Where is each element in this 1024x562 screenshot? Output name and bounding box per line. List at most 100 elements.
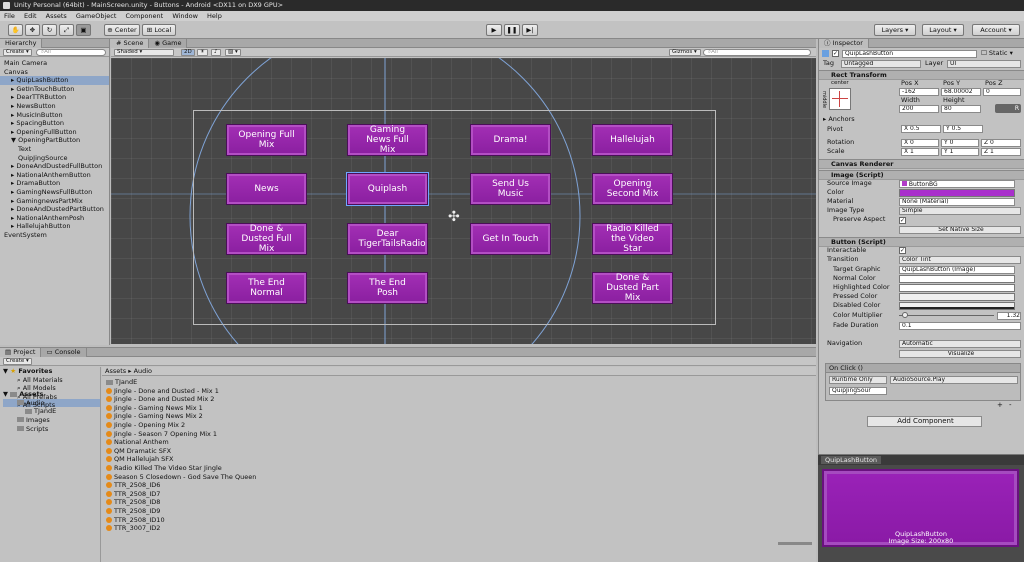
interactable-checkbox[interactable]: ✓ — [899, 247, 906, 254]
expand-arrow-icon[interactable]: ▸ — [11, 110, 17, 119]
expand-arrow-icon[interactable]: ▸ — [11, 127, 17, 136]
scene-ui-button[interactable]: Done & Dusted Part Mix — [592, 272, 673, 304]
add-event-button[interactable]: + — [997, 401, 1003, 409]
gizmos-dropdown[interactable]: Gizmos ▾ — [669, 49, 701, 56]
scene-ui-button[interactable]: Opening Full Mix — [226, 124, 307, 156]
breadcrumb-assets[interactable]: Assets — [105, 367, 127, 375]
play-button[interactable]: ▶ — [486, 24, 502, 36]
asset-item[interactable]: Jingle - Done and Dusted Mix 2 — [106, 395, 706, 404]
anchor-preset-icon[interactable] — [829, 88, 851, 110]
scene-search-input[interactable]: ⌕All — [703, 49, 811, 56]
material-field[interactable]: None (Material) — [899, 198, 1015, 206]
project-create-button[interactable]: Create ▾ — [3, 358, 32, 365]
color-swatch[interactable] — [899, 189, 1015, 197]
asset-item[interactable]: QM Dramatic SFX — [106, 447, 706, 456]
fade-duration-field[interactable]: 0.1 — [899, 322, 1021, 330]
scene-view[interactable]: Opening Full Mix Gaming News Full Mix Dram… — [111, 58, 816, 344]
asset-item[interactable]: QM Hallelujah SFX — [106, 455, 706, 464]
raw-edit-button[interactable]: R — [995, 104, 1021, 113]
layer-dropdown[interactable]: UI — [947, 60, 1021, 68]
hierarchy-item[interactable]: ▸ HallelujahButton — [11, 222, 71, 231]
favorite-item[interactable]: ⌕ All Prefabs — [17, 392, 57, 401]
menu-assets[interactable]: Assets — [45, 12, 67, 20]
assets-header[interactable]: ▼ Assets — [3, 390, 44, 399]
hierarchy-item[interactable]: ▸ GetInTouchButton — [11, 84, 75, 93]
canvas-renderer-header[interactable]: Canvas Renderer — [819, 159, 1024, 169]
scale-tool-icon[interactable]: ⤢ — [59, 24, 74, 36]
menu-edit[interactable]: Edit — [23, 12, 37, 20]
scene-ui-button[interactable]: Done & Dusted Full Mix — [226, 223, 307, 255]
hierarchy-item[interactable]: ▸ SpacingButton — [11, 119, 64, 128]
asset-item[interactable]: TTR_2508_ID8 — [106, 498, 706, 507]
tag-dropdown[interactable]: Untagged — [841, 60, 921, 68]
pos-x-field[interactable]: -162 — [899, 88, 939, 96]
image-type-dropdown[interactable]: Simple — [899, 207, 1021, 215]
asset-item[interactable]: TTR_2508_ID9 — [106, 507, 706, 516]
normal-color-swatch[interactable] — [899, 275, 1015, 283]
function-dropdown[interactable]: AudioSource.Play — [890, 376, 1018, 384]
pressed-color-swatch[interactable] — [899, 293, 1015, 301]
hierarchy-search-input[interactable]: ⌕All — [36, 49, 106, 56]
hand-tool-icon[interactable]: ✋ — [8, 24, 23, 36]
hierarchy-item[interactable]: EventSystem — [4, 230, 47, 239]
hierarchy-item[interactable]: ▸ NationalAnthemButton — [11, 170, 91, 179]
scene-ui-button[interactable]: Hallelujah — [592, 124, 673, 156]
color-multiplier-field[interactable]: 1.32 — [997, 312, 1021, 320]
hierarchy-item[interactable]: ▸ QuipLashButton — [0, 76, 109, 85]
move-tool-icon[interactable]: ✥ — [25, 24, 40, 36]
scene-ui-button[interactable]: Get In Touch — [470, 223, 551, 255]
color-multiplier-knob[interactable] — [901, 312, 908, 318]
tab-project[interactable]: ▤ Project — [0, 348, 42, 357]
scene-ui-button[interactable]: Quiplash — [346, 172, 429, 206]
hierarchy-item[interactable]: ▸ GamingNewsFullButton — [11, 187, 93, 196]
scene-ui-button[interactable]: Send Us Music — [470, 173, 551, 205]
tab-console[interactable]: ▭ Console — [41, 348, 87, 357]
asset-item[interactable]: Jingle - Season 7 Opening Mix 1 — [106, 430, 706, 439]
scene-ui-button[interactable]: Drama! — [470, 124, 551, 156]
scene-ui-button[interactable]: The End Normal — [226, 272, 307, 304]
asset-item[interactable]: TJandE — [106, 378, 706, 387]
disabled-color-swatch[interactable] — [899, 302, 1015, 310]
menu-window[interactable]: Window — [172, 12, 198, 20]
height-field[interactable]: 80 — [941, 105, 981, 113]
image-script-header[interactable]: Image (Script) — [819, 170, 1024, 180]
layout-dropdown[interactable]: Layout ▾ — [922, 24, 964, 36]
hierarchy-item[interactable]: ▸ DramaButton — [11, 179, 61, 188]
hierarchy-item[interactable]: ▸ DoneAndDustedFullButton — [11, 162, 103, 171]
expand-arrow-icon[interactable]: ▸ — [11, 222, 17, 231]
scene-ui-button[interactable]: Opening Second Mix — [592, 173, 673, 205]
expand-arrow-icon[interactable]: ▸ — [11, 179, 17, 188]
static-checkbox[interactable]: ☐ Static ▾ — [981, 49, 1013, 57]
menu-gameobject[interactable]: GameObject — [75, 12, 117, 20]
expand-arrow-icon[interactable]: ▸ — [11, 76, 17, 85]
expand-arrow-icon[interactable]: ▸ — [11, 93, 17, 102]
menu-file[interactable]: File — [4, 12, 15, 20]
set-native-size-button[interactable]: Set Native Size — [899, 226, 1021, 234]
folder-tree-item[interactable]: Audio — [3, 398, 100, 408]
hierarchy-item[interactable]: QuipJingSource — [18, 153, 68, 162]
tab-scene[interactable]: # Scene — [111, 39, 150, 48]
asset-item[interactable]: TTR_2508_ID10 — [106, 516, 706, 525]
scale-z-field[interactable]: Z 1 — [981, 148, 1021, 156]
scene-ui-button[interactable]: Gaming News Full Mix — [347, 124, 428, 156]
hierarchy-item[interactable]: Text — [18, 144, 32, 153]
hierarchy-item[interactable]: Main Camera — [4, 59, 48, 67]
expand-arrow-icon[interactable]: ▸ — [11, 196, 17, 205]
add-component-button[interactable]: Add Component — [867, 416, 982, 427]
button-script-header[interactable]: Button (Script) — [819, 237, 1024, 247]
expand-arrow-icon[interactable]: ▸ — [11, 84, 17, 93]
source-image-field[interactable]: ButtonBG — [899, 180, 1015, 188]
effects-toggle-icon[interactable]: ▨ ▾ — [225, 49, 241, 56]
expand-arrow-icon[interactable]: ▸ — [11, 170, 17, 179]
pos-z-field[interactable]: 0 — [983, 88, 1021, 96]
rect-transform-header[interactable]: Rect Transform — [819, 70, 1024, 80]
folder-tree-item[interactable]: TJandE — [3, 407, 100, 416]
transition-dropdown[interactable]: Color Tint — [899, 256, 1021, 264]
asset-item[interactable]: Jingle - Gaming News Mix 2 — [106, 412, 706, 421]
anchors-foldout[interactable]: ▸ Anchors — [823, 115, 855, 123]
asset-item[interactable]: National Anthem — [106, 438, 706, 447]
hierarchy-item[interactable]: ▸ GamingnewsPartMix — [11, 196, 83, 205]
scale-x-field[interactable]: X 1 — [901, 148, 939, 156]
pos-y-field[interactable]: 68.00002 — [941, 88, 981, 96]
tab-hierarchy[interactable]: Hierarchy — [0, 39, 43, 48]
